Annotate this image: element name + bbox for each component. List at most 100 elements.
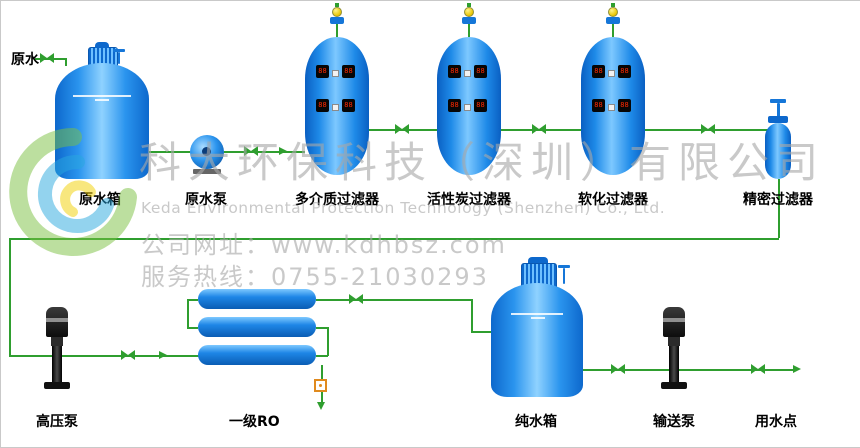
raw-water-tank-label: 原水箱 — [79, 192, 121, 208]
pure-tank-top-valve-stem — [563, 268, 565, 284]
precision-valve-stem — [777, 103, 780, 117]
pipe-concentrate-drain — [321, 392, 323, 402]
pressure-gauge: 88 — [592, 99, 605, 112]
flow-arrow-icon — [159, 351, 167, 359]
transfer-pump-column — [669, 346, 679, 382]
gauge-fitting — [608, 104, 615, 111]
multimedia-filter-label: 多介质过滤器 — [295, 192, 379, 208]
flow-arrow-icon — [793, 365, 801, 373]
hp-pump-band — [46, 318, 68, 322]
pipe-ro-stub — [316, 327, 328, 329]
pipe-to-ro-feed — [9, 355, 199, 357]
pump-hub — [202, 147, 211, 156]
pressure-gauge: 88 — [618, 65, 631, 78]
pressure-gauge: 88 — [474, 65, 487, 78]
pressure-gauge: 88 — [316, 65, 329, 78]
pressure-gauge: 88 — [448, 65, 461, 78]
pump-base — [193, 169, 221, 174]
pipe-ro-product — [316, 299, 471, 301]
pressure-gauge: 88 — [342, 99, 355, 112]
pipe-product-to-tank — [471, 331, 491, 333]
pipe-return-long — [9, 238, 779, 240]
pipe-concentrate — [321, 365, 323, 379]
transfer-pump-neck — [668, 337, 680, 346]
softening-filter-label: 软化过滤器 — [578, 192, 648, 208]
use-point-label: 用水点 — [755, 414, 797, 430]
air-valve-cap — [467, 3, 471, 7]
valve-icon — [40, 53, 54, 63]
precision-filter-cap — [768, 116, 788, 123]
hp-pump-label: 高压泵 — [36, 414, 78, 430]
pure-tank-top-valve-icon — [558, 265, 570, 268]
water-level-line — [511, 313, 563, 315]
ro-unit-label: 一级RO — [229, 414, 280, 430]
valve-icon — [532, 124, 546, 134]
raw-tank-top-valve-stem — [118, 52, 120, 64]
watermark-website: 公司网址：www.kdhbsz.com — [141, 231, 507, 259]
water-level-tick — [531, 317, 545, 319]
top-valve-stem — [336, 24, 338, 37]
pipe-ro-stub — [316, 355, 328, 357]
air-valve-cap — [611, 3, 615, 7]
pipe-product-drop — [471, 299, 473, 332]
pipe-ro-left-link — [187, 299, 189, 328]
hp-pump-column — [52, 346, 62, 382]
raw-water-pump-label: 原水泵 — [185, 192, 227, 208]
carbon-filter-label: 活性炭过滤器 — [427, 192, 511, 208]
flow-arrow-icon — [279, 147, 287, 155]
pure-tank-cap — [528, 257, 548, 264]
pressure-gauge: 88 — [316, 99, 329, 112]
pressure-gauge: 88 — [342, 65, 355, 78]
valve-icon — [395, 124, 409, 134]
transfer-pump-base — [661, 382, 687, 389]
valve-icon — [121, 350, 135, 360]
ro-membrane-housing — [198, 289, 316, 309]
hp-pump-motor — [46, 307, 68, 337]
raw-tank-top-valve-icon — [113, 49, 125, 52]
inlet-label: 原水 — [11, 52, 39, 68]
top-valve-body — [462, 17, 476, 24]
ro-membrane-housing — [198, 345, 316, 365]
gauge-fitting — [464, 104, 471, 111]
precision-filter-vessel — [765, 123, 791, 179]
water-level-line — [73, 95, 131, 97]
pressure-gauge: 88 — [592, 65, 605, 78]
pressure-gauge: 88 — [474, 99, 487, 112]
pipe-tank-outlet — [583, 369, 793, 371]
gauge-fitting — [332, 70, 339, 77]
air-valve-ball-icon — [608, 7, 618, 17]
valve-icon — [349, 294, 363, 304]
top-valve-stem — [468, 24, 470, 37]
pressure-gauge: 88 — [448, 99, 461, 112]
pipe-tank-to-pump — [149, 151, 190, 153]
pipe-ro-stub — [187, 327, 198, 329]
water-level-tick — [95, 99, 109, 101]
flow-meter-dot — [319, 384, 322, 387]
hp-pump-base — [44, 382, 70, 389]
transfer-pump-label: 输送泵 — [653, 414, 695, 430]
air-valve-cap — [335, 3, 339, 7]
pressure-gauge: 88 — [618, 99, 631, 112]
watermark-hotline: 服务热线：0755-21030293 — [141, 263, 489, 291]
drain-arrow-icon — [317, 402, 325, 410]
precision-valve-handle — [770, 99, 786, 103]
top-valve-body — [330, 17, 344, 24]
air-valve-ball-icon — [464, 7, 474, 17]
precision-filter-label: 精密过滤器 — [743, 192, 813, 208]
top-valve-body — [606, 17, 620, 24]
valve-icon — [611, 364, 625, 374]
valve-icon — [751, 364, 765, 374]
valve-icon — [701, 124, 715, 134]
gauge-fitting — [608, 70, 615, 77]
pipe-ro-right-link — [327, 327, 329, 356]
pipe-precision-down — [778, 179, 780, 238]
hp-pump-neck — [51, 337, 63, 346]
transfer-pump-motor — [663, 307, 685, 337]
air-valve-ball-icon — [332, 7, 342, 17]
transfer-pump-band — [663, 318, 685, 322]
pure-water-tank — [491, 283, 583, 397]
top-valve-stem — [612, 24, 614, 37]
pipe-ro-stub — [187, 299, 198, 301]
pipe-left-down — [9, 238, 11, 355]
